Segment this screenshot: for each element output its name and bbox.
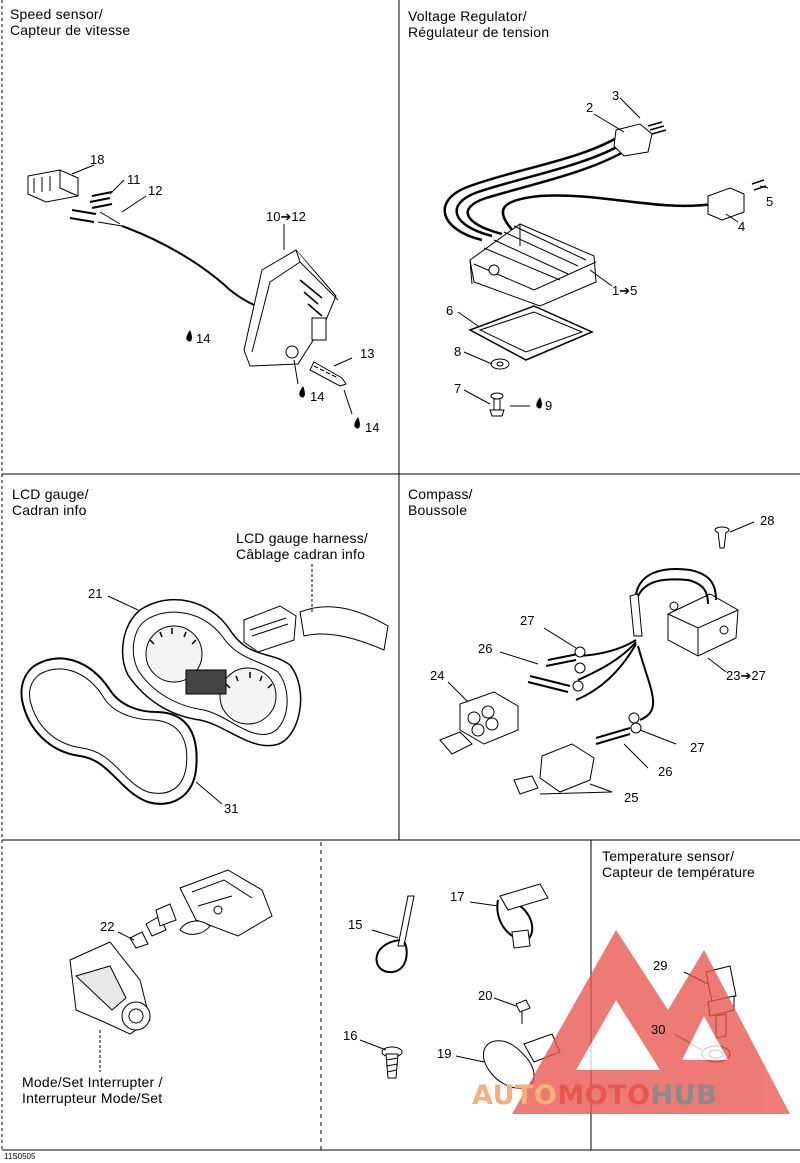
compass-drawing xyxy=(439,526,739,795)
lcd-harness-label-fr: Câblage cadran info xyxy=(236,546,366,562)
callout-11: 11 xyxy=(127,172,141,187)
callout-5: 5 xyxy=(766,194,774,209)
callout-19: 19 xyxy=(437,1046,452,1061)
callout-17: 17 xyxy=(450,889,465,904)
fasteners-drawing xyxy=(375,883,561,1089)
callout-20: 20 xyxy=(478,988,493,1003)
compass-title-en: Compass/ xyxy=(408,486,473,502)
mode-set-drawing xyxy=(69,869,273,1035)
callout-26-b: 26 xyxy=(658,764,673,779)
callout-14-c: 14 xyxy=(365,420,380,435)
speed-sensor-leaders xyxy=(71,164,353,415)
callout-18: 18 xyxy=(90,152,105,167)
watermark-auto: AUTO xyxy=(472,1080,558,1111)
callout-10-12: 10➔12 xyxy=(266,209,306,224)
watermark-text: AUTOMOTOHUB xyxy=(472,1080,717,1111)
compass-leaders xyxy=(447,521,755,795)
watermark-hub: HUB xyxy=(650,1080,718,1111)
callout-1-5: 1➔5 xyxy=(612,283,638,298)
voltage-regulator-title-fr: Régulateur de tension xyxy=(408,24,550,40)
voltage-regulator-leaders xyxy=(457,97,769,407)
speed-sensor-drawing xyxy=(27,169,347,387)
temperature-sensor-title-en: Temperature sensor/ xyxy=(602,848,735,864)
callout-29: 29 xyxy=(653,958,668,973)
callout-24: 24 xyxy=(430,668,445,683)
watermark-moto: MOTO xyxy=(557,1080,651,1111)
callout-3: 3 xyxy=(612,88,620,103)
callout-9: 9 xyxy=(545,398,553,413)
callout-13: 13 xyxy=(360,346,375,361)
oil-drop-icons-speed xyxy=(186,330,360,429)
callout-6: 6 xyxy=(446,303,454,318)
callout-26-a: 26 xyxy=(478,641,493,656)
callout-31: 31 xyxy=(224,801,239,816)
callout-4: 4 xyxy=(738,219,746,234)
callout-15: 15 xyxy=(348,917,363,932)
callout-27-a: 27 xyxy=(520,613,535,628)
compass-title-fr: Boussole xyxy=(408,502,468,518)
callout-8: 8 xyxy=(454,344,462,359)
callout-12: 12 xyxy=(148,183,163,198)
callout-21: 21 xyxy=(88,586,103,601)
callout-25: 25 xyxy=(624,790,639,805)
lcd-harness-label-en: LCD gauge harness/ xyxy=(236,530,369,546)
voltage-regulator-drawing xyxy=(443,121,767,417)
callout-7: 7 xyxy=(454,381,462,396)
speed-sensor-title-fr: Capteur de vitesse xyxy=(10,22,131,38)
lcd-gauge-drawing xyxy=(20,598,389,805)
callout-28: 28 xyxy=(760,513,775,528)
document-code: 11S0505 xyxy=(4,1152,36,1161)
automotohub-logo xyxy=(512,930,790,1114)
temperature-sensor-title-fr: Capteur de température xyxy=(602,864,756,880)
callout-30: 30 xyxy=(651,1022,666,1037)
oil-drop-icon-regulator xyxy=(536,397,542,409)
fasteners-leaders xyxy=(359,901,517,1063)
mode-set-label-en: Mode/Set Interrupter / xyxy=(22,1074,163,1090)
lcd-gauge-leaders xyxy=(107,564,313,805)
callout-23-27: 23➔27 xyxy=(726,668,766,683)
mode-set-label-fr: Interrupteur Mode/Set xyxy=(22,1090,163,1106)
speed-sensor-title-en: Speed sensor/ xyxy=(10,6,103,22)
voltage-regulator-title-en: Voltage Regulator/ xyxy=(408,8,527,24)
mode-set-leaders xyxy=(99,931,135,1072)
callout-22: 22 xyxy=(100,919,115,934)
callout-27-b: 27 xyxy=(690,740,705,755)
callout-14-a: 14 xyxy=(196,331,211,346)
callout-16: 16 xyxy=(343,1028,358,1043)
lcd-gauge-title-fr: Cadran info xyxy=(12,502,87,518)
callout-2: 2 xyxy=(586,100,594,115)
callout-14-b: 14 xyxy=(310,389,325,404)
lcd-gauge-title-en: LCD gauge/ xyxy=(12,486,89,502)
